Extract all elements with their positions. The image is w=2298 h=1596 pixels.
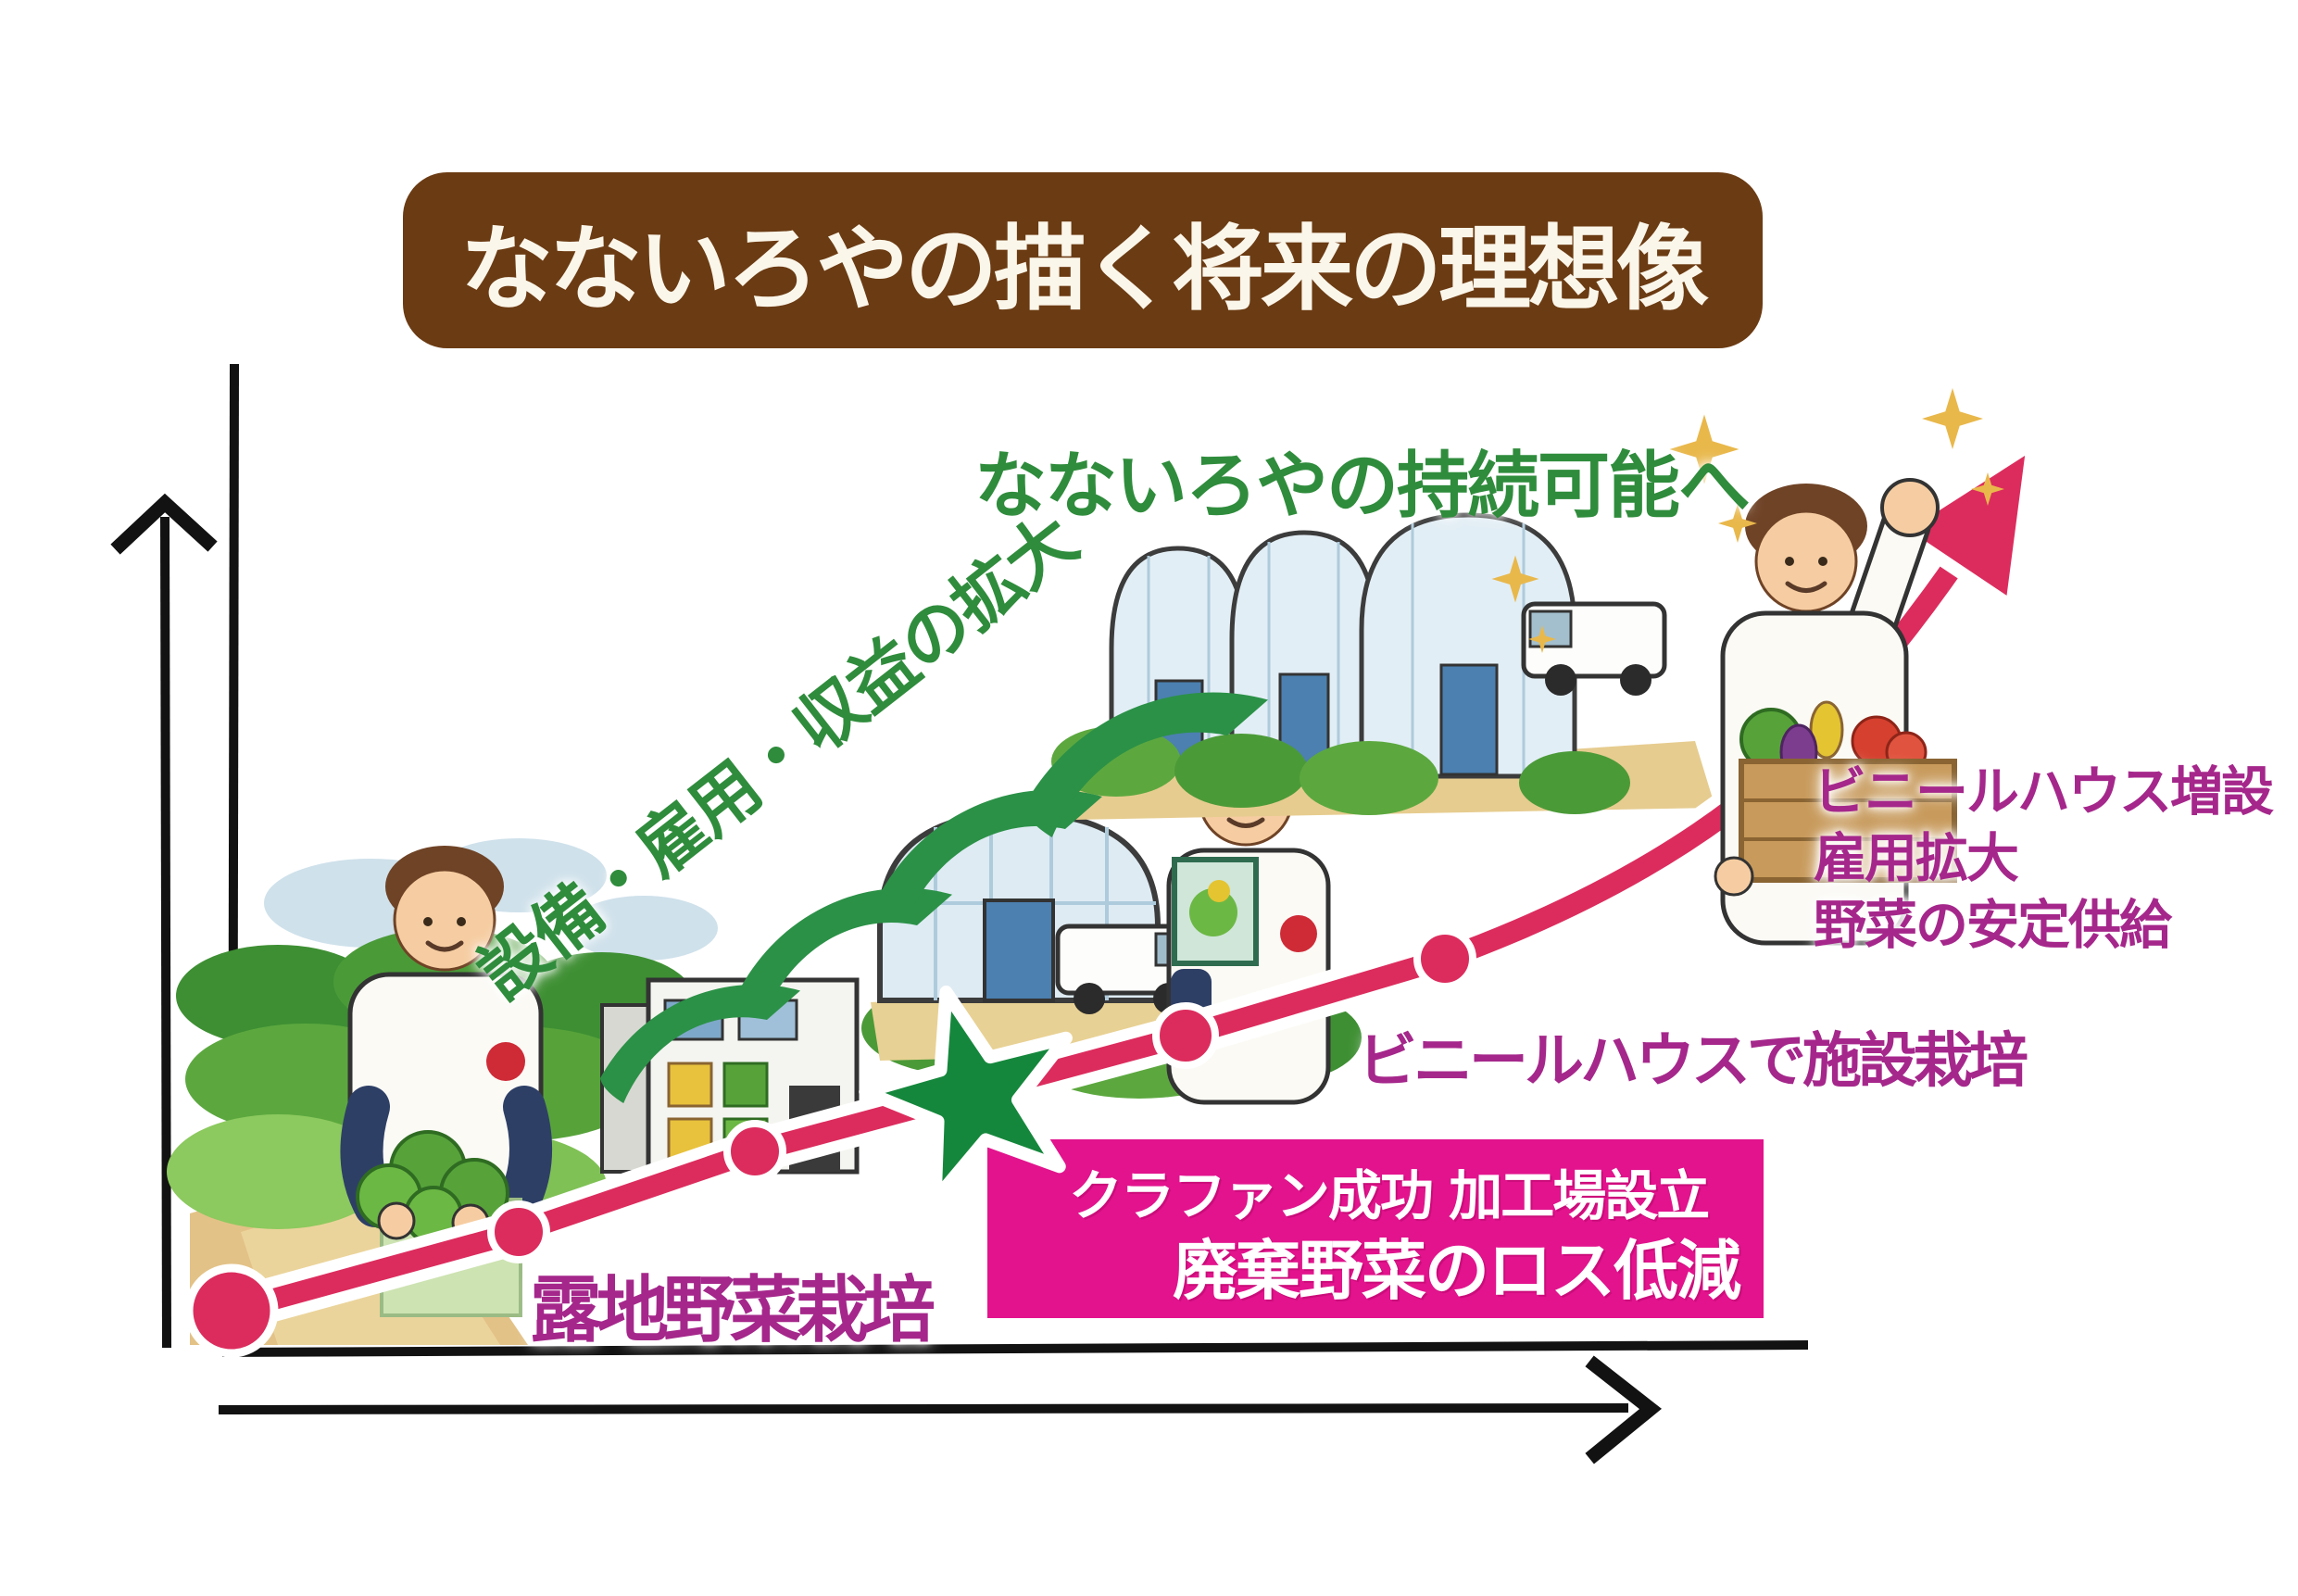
sparkle-icon bbox=[1922, 388, 1983, 449]
bush bbox=[1174, 734, 1308, 808]
curve-point bbox=[487, 1200, 550, 1263]
milestone-line1: クラファン成功 加工場設立 bbox=[1069, 1164, 1710, 1227]
crate-yellow bbox=[667, 1062, 713, 1108]
van-wheel bbox=[1545, 664, 1576, 696]
vegetable-box bbox=[1739, 759, 1957, 883]
label-expansion-line3: 野菜の安定供給 bbox=[1814, 894, 2172, 956]
picture-frame bbox=[1172, 857, 1259, 966]
van-wheel bbox=[1620, 664, 1651, 696]
x-axis-arrow-shaft bbox=[218, 1403, 1629, 1414]
greenhouse-door bbox=[1439, 663, 1499, 776]
y-axis-arrowhead-icon bbox=[110, 493, 218, 555]
cloud bbox=[570, 896, 718, 961]
farmer1-eye bbox=[457, 917, 466, 926]
brand-logo bbox=[1280, 915, 1317, 952]
farmer3-smile bbox=[1785, 581, 1827, 593]
crate-green bbox=[722, 1062, 769, 1108]
farmer3-eye bbox=[1818, 557, 1827, 566]
vegetable-corn bbox=[1809, 700, 1844, 760]
curve-point-start bbox=[184, 1263, 279, 1358]
star-icon bbox=[859, 986, 1073, 1207]
greenhouse-door bbox=[983, 899, 1055, 1002]
y-axis-arrow-shaft bbox=[160, 516, 171, 1349]
curve-point bbox=[1152, 1002, 1219, 1069]
label-stage-greenhouse: ビニールハウスで施設栽培 bbox=[1358, 1027, 2028, 1096]
brand-logo bbox=[486, 1042, 525, 1081]
x-axis-main-line bbox=[221, 1340, 1809, 1357]
farmer1-sleeve-right bbox=[494, 1086, 553, 1230]
farmer1-face bbox=[393, 868, 496, 972]
frame-vegetable-yellow bbox=[1208, 880, 1230, 902]
farmer1-eye bbox=[423, 917, 433, 926]
bush bbox=[1519, 751, 1630, 814]
farmer3-fist bbox=[1880, 478, 1940, 537]
milestone-line2: 廃棄野菜のロス低減 bbox=[1173, 1233, 1741, 1309]
bush bbox=[167, 1114, 389, 1229]
title-banner: なないろやの描く将来の理想像 bbox=[403, 172, 1763, 348]
label-expansion-line2: 雇用拡大 bbox=[1814, 827, 2019, 889]
farmer3-hand bbox=[1714, 856, 1754, 897]
bush bbox=[176, 945, 380, 1047]
page-title: なないろやの描く将来の理想像 bbox=[460, 214, 1709, 323]
farmer3-eye bbox=[1785, 557, 1794, 566]
delivery-van bbox=[1055, 924, 1199, 1014]
delivery-van-top bbox=[1521, 601, 1667, 696]
scene-sustainable bbox=[1051, 512, 1715, 820]
frame-vegetable-green bbox=[1189, 888, 1237, 936]
milestone-star bbox=[859, 986, 1073, 1207]
label-expansion-line1: ビニールハウス増設 bbox=[1814, 761, 2274, 823]
curve-point bbox=[723, 1120, 786, 1183]
farmer2-smile bbox=[1226, 817, 1265, 828]
label-stage-open-field: 露地野菜栽培 bbox=[530, 1269, 936, 1352]
van-wheel bbox=[1074, 983, 1105, 1014]
farmer-raising-fist bbox=[1714, 478, 1957, 946]
x-axis-arrowhead-icon bbox=[1585, 1355, 1663, 1464]
farmer1-smile bbox=[425, 940, 464, 952]
curve-point bbox=[1413, 927, 1476, 990]
bush bbox=[1300, 741, 1438, 815]
curve-arrowhead-icon bbox=[1890, 436, 2040, 613]
milestone-box: クラファン成功 加工場設立 廃棄野菜のロス低減 bbox=[987, 1139, 1764, 1318]
label-expansion-block: ビニールハウス増設 雇用拡大 野菜の安定供給 bbox=[1814, 760, 2274, 959]
x-axis bbox=[218, 1340, 1809, 1464]
label-sustainable-goal: なないろやの持続可能へ bbox=[974, 445, 1751, 528]
farmer1-hand bbox=[377, 1201, 416, 1240]
farmer3-face bbox=[1754, 509, 1858, 613]
